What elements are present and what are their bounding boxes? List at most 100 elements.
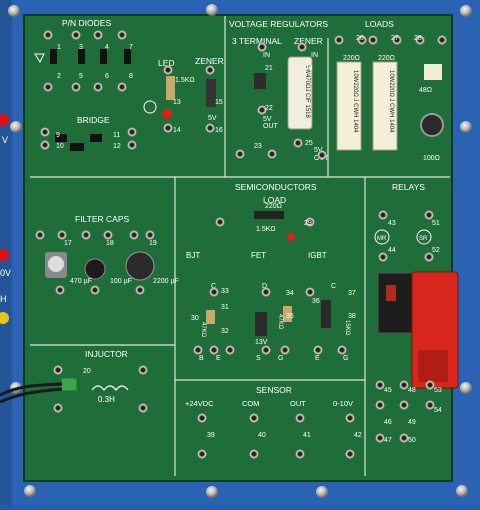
banana-jack[interactable] — [392, 35, 402, 45]
load1-value: 220Ω — [343, 55, 360, 62]
banana-jack[interactable] — [197, 413, 207, 423]
banana-jack[interactable] — [378, 252, 388, 262]
banana-jack[interactable] — [215, 217, 225, 227]
terminal-number: 42 — [354, 432, 362, 439]
banana-jack[interactable] — [145, 230, 155, 240]
banana-jack[interactable] — [257, 42, 267, 52]
banana-jack[interactable] — [225, 345, 235, 355]
potentiometer-knob[interactable] — [420, 113, 444, 137]
banana-jack[interactable] — [57, 230, 67, 240]
banana-jack[interactable] — [235, 149, 245, 159]
banana-jack[interactable] — [127, 140, 137, 150]
banana-jack[interactable] — [305, 217, 315, 227]
banana-jack[interactable] — [424, 252, 434, 262]
banana-jack[interactable] — [375, 433, 385, 443]
bjt-label: BJT — [186, 251, 200, 260]
terminal-number: 28 — [414, 35, 422, 42]
banana-jack[interactable] — [117, 82, 127, 92]
relay-sr: SR — [419, 236, 428, 242]
banana-jack[interactable] — [261, 345, 271, 355]
banana-jack[interactable] — [375, 400, 385, 410]
banana-jack[interactable] — [117, 30, 127, 40]
banana-jack[interactable] — [53, 403, 63, 413]
terminal-block[interactable] — [60, 377, 78, 392]
banana-jack[interactable] — [293, 138, 303, 148]
header-semiconductors: SEMICONDUCTORS — [235, 182, 317, 192]
banana-jack[interactable] — [399, 433, 409, 443]
banana-jack[interactable] — [297, 42, 307, 52]
banana-jack[interactable] — [425, 400, 435, 410]
filter-caps-area: 470 µF 100 µF 2200 µF — [45, 251, 179, 285]
screw-icon — [206, 4, 218, 16]
banana-jack[interactable] — [93, 30, 103, 40]
banana-jack[interactable] — [437, 35, 447, 45]
banana-jack[interactable] — [267, 149, 277, 159]
banana-jack[interactable] — [197, 449, 207, 459]
fet-s-label: S — [256, 355, 261, 362]
banana-jack[interactable] — [425, 380, 435, 390]
banana-jack[interactable] — [305, 287, 315, 297]
banana-jack[interactable] — [280, 345, 290, 355]
banana-jack[interactable] — [313, 345, 323, 355]
screw-icon — [460, 5, 472, 17]
banana-jack[interactable] — [261, 287, 271, 297]
banana-jack[interactable] — [375, 380, 385, 390]
banana-jack[interactable] — [138, 365, 148, 375]
banana-jack[interactable] — [127, 127, 137, 137]
banana-jack[interactable] — [138, 403, 148, 413]
banana-jack[interactable] — [55, 285, 65, 295]
banana-jack[interactable] — [71, 30, 81, 40]
load2-value: 220Ω — [378, 55, 395, 62]
terminal-number: 22 — [265, 105, 273, 112]
header-sensor: SENSOR — [256, 385, 292, 395]
banana-jack[interactable] — [334, 35, 344, 45]
banana-jack[interactable] — [103, 230, 113, 240]
banana-jack[interactable] — [337, 345, 347, 355]
banana-jack[interactable] — [40, 127, 50, 137]
banana-jack[interactable] — [295, 449, 305, 459]
banana-jack[interactable] — [295, 413, 305, 423]
banana-jack[interactable] — [93, 82, 103, 92]
banana-jack[interactable] — [257, 105, 267, 115]
banana-jack[interactable] — [209, 287, 219, 297]
banana-jack[interactable] — [129, 230, 139, 240]
banana-jack[interactable] — [345, 449, 355, 459]
banana-jack[interactable] — [249, 449, 259, 459]
banana-jack[interactable] — [317, 150, 327, 160]
banana-jack[interactable] — [53, 365, 63, 375]
banana-jack[interactable] — [40, 140, 50, 150]
banana-jack[interactable] — [378, 210, 388, 220]
banana-jack[interactable] — [249, 413, 259, 423]
banana-jack[interactable] — [345, 413, 355, 423]
banana-jack[interactable] — [399, 400, 409, 410]
banana-jack[interactable] — [424, 210, 434, 220]
led-zener-area: 1.5KΩ 5V — [143, 76, 217, 122]
banana-jack[interactable] — [71, 82, 81, 92]
banana-jack[interactable] — [43, 82, 53, 92]
banana-jack[interactable] — [81, 230, 91, 240]
banana-jack[interactable] — [399, 380, 409, 390]
jacks-layer — [35, 30, 447, 459]
banana-jack[interactable] — [368, 35, 378, 45]
terminal-number: 41 — [303, 432, 311, 439]
banana-jack[interactable] — [135, 285, 145, 295]
banana-jack[interactable] — [205, 65, 215, 75]
banana-jack[interactable] — [90, 285, 100, 295]
banana-jack[interactable] — [35, 230, 45, 240]
banana-jack[interactable] — [163, 123, 173, 133]
sensor-0-10v: 0-10V — [333, 399, 353, 408]
red-jack-icon[interactable] — [0, 249, 9, 261]
terminal-number: 51 — [432, 220, 440, 227]
terminal-number: 15 — [215, 99, 223, 106]
banana-jack[interactable] — [163, 65, 173, 75]
yellow-jack-icon[interactable] — [0, 312, 9, 324]
banana-jack[interactable] — [205, 123, 215, 133]
banana-jack[interactable] — [193, 345, 203, 355]
banana-jack[interactable] — [209, 345, 219, 355]
banana-jack[interactable] — [43, 30, 53, 40]
banana-jack[interactable] — [415, 35, 425, 45]
terminal-number: 31 — [221, 304, 229, 311]
banana-jack[interactable] — [357, 35, 367, 45]
red-jack-icon[interactable] — [0, 114, 9, 126]
